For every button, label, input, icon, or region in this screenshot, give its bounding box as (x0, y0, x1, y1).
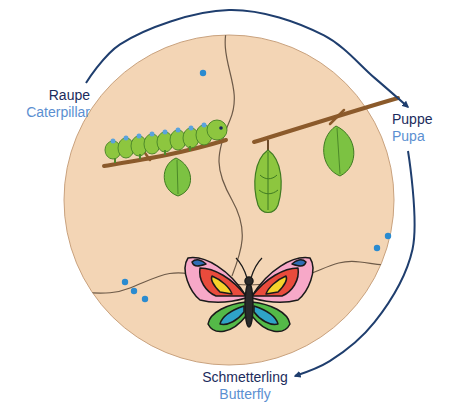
stage-label: SchmetterlingButterfly (199, 368, 291, 406)
stage-name: Schmetterling (201, 369, 289, 386)
cycle-disc (64, 35, 394, 365)
region-border (50, 255, 420, 300)
caterpillar-illustration (104, 120, 227, 196)
stage-dots (122, 70, 391, 302)
stage-label: PuppePupa (390, 110, 437, 148)
stage-name: Raupe (24, 87, 90, 104)
region-borders (50, 20, 420, 300)
cycle-arrow (86, 10, 408, 107)
pupa-illustration (254, 98, 398, 213)
region-border (219, 20, 242, 276)
stage-translation: Pupa (392, 128, 435, 145)
stage-label: RaupeCaterpillar (22, 86, 92, 124)
stage-translation: Caterpillar (24, 104, 90, 121)
butterfly-illustration (185, 258, 313, 332)
stage-name: Puppe (392, 111, 435, 128)
stage-translation: Butterfly (201, 386, 289, 403)
cycle-arrow (295, 151, 415, 376)
